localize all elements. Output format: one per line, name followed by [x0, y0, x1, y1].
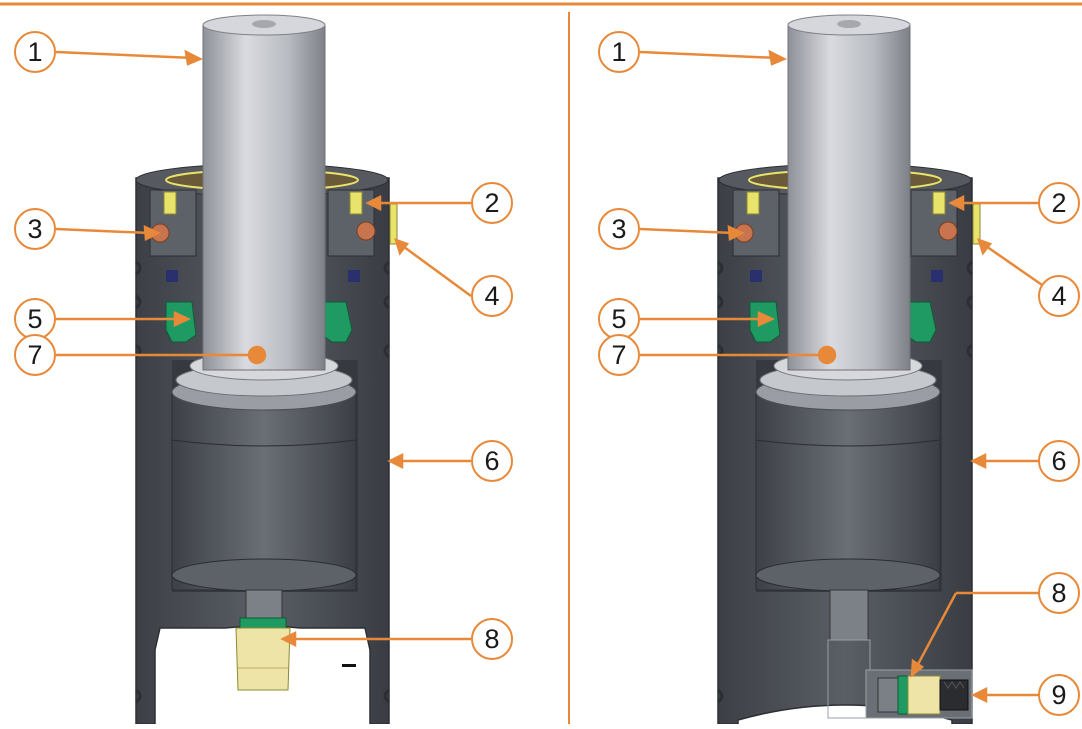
right-leaders — [639, 49, 1059, 704]
left-leaders — [55, 49, 472, 648]
callout-4-right: 4 — [1038, 275, 1080, 317]
callout-5-right: 5 — [598, 298, 640, 340]
callout-8-right: 8 — [1038, 572, 1080, 614]
callout-6-right: 6 — [1038, 440, 1080, 482]
callout-1-right: 1 — [598, 31, 640, 73]
right-cylinder — [717, 14, 981, 725]
callout-7-left: 7 — [14, 334, 56, 376]
callout-1-left: 1 — [14, 31, 56, 73]
callout-2-left: 2 — [471, 182, 513, 224]
callout-8-left: 8 — [471, 618, 513, 660]
leader-1 — [55, 50, 195, 60]
callout-3-right: 3 — [598, 208, 640, 250]
callout-6-left: 6 — [471, 440, 513, 482]
leader-4 — [399, 242, 472, 298]
callout-9-right: 9 — [1038, 674, 1080, 716]
callout-3-left: 3 — [14, 208, 56, 250]
leader-3 — [55, 227, 151, 235]
callout-7-right: 7 — [598, 334, 640, 376]
callout-2-right: 2 — [1038, 182, 1080, 224]
callout-4-left: 4 — [471, 275, 513, 317]
left-cylinder — [135, 14, 398, 725]
callout-5-left: 5 — [14, 298, 56, 340]
